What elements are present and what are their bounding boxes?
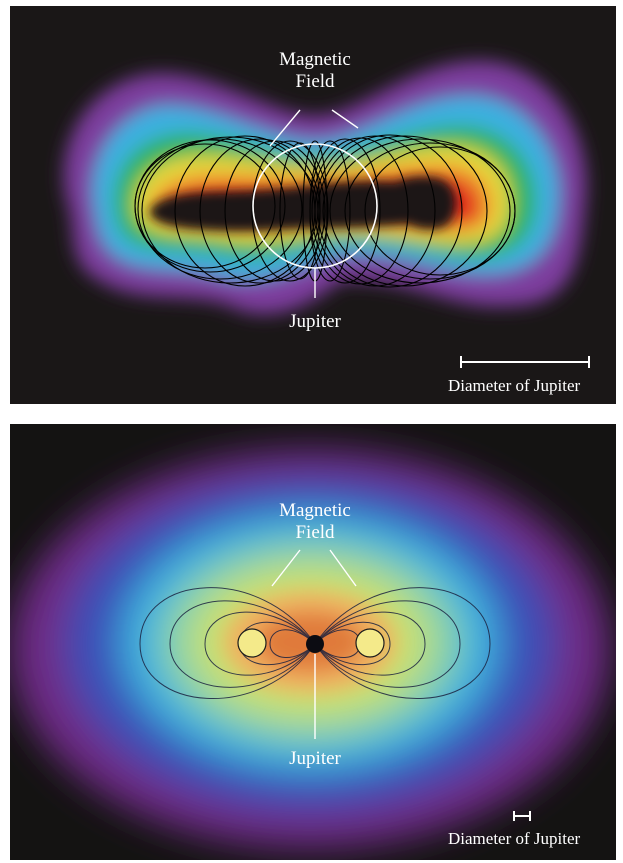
jupiter-label-top: Jupiter: [289, 311, 341, 332]
radio-emission-image-bottom: Magnetic Field Jupiter Diameter of Jupit…: [10, 424, 616, 860]
radiation-belt-map-top: [63, 61, 590, 368]
pointer-lines-bottom: [271, 549, 357, 739]
jupiter-label-bottom: Jupiter: [289, 748, 341, 769]
scale-caption-top: Diameter of Jupiter: [448, 376, 581, 395]
jupiter-disk-bottom: [306, 635, 324, 653]
scale-bar-top: [460, 356, 590, 368]
left-belt-cross-section: [237, 628, 267, 658]
magnetic-field-label-bottom: Magnetic Field: [279, 500, 351, 543]
scale-caption-bottom: Diameter of Jupiter: [448, 829, 581, 848]
radiation-belt-map-bottom: [10, 449, 610, 849]
scale-bar-bottom: [513, 811, 531, 821]
radio-emission-image-top: Magnetic Field Jupiter Diameter of Jupit…: [10, 6, 616, 404]
magnetic-field-lines-bottom: [139, 587, 491, 700]
right-belt-cross-section: [355, 628, 385, 658]
pointer-lines-top: [269, 109, 359, 298]
magnetic-field-label-top: Magnetic Field: [279, 49, 351, 92]
